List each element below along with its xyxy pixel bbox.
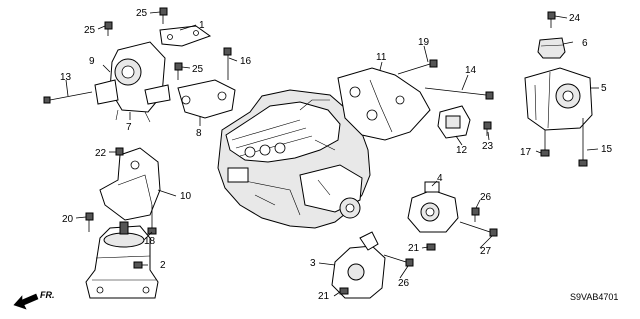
front-arrow-icon [13,293,39,310]
mount-12 [437,105,471,139]
callout-23: 23 [482,141,494,152]
callout-25-mid: 25 [192,64,204,75]
callout-24: 24 [569,13,581,24]
callout-7: 7 [126,122,132,133]
bolt-20 [85,212,94,232]
callout-25-top: 25 [136,8,148,19]
mount-3 [331,231,386,299]
callout-26-bottom: 26 [398,278,410,289]
callout-6: 6 [582,38,588,49]
callout-13: 13 [60,72,72,83]
callout-2: 2 [160,260,166,271]
callout-20: 20 [62,214,74,225]
side-mount-5 [524,67,593,131]
callout-9: 9 [89,56,95,67]
callout-11: 11 [376,52,387,63]
bolt-18 [147,205,157,235]
bolt-25c [174,62,183,80]
callout-15: 15 [601,144,613,155]
bolt-19 [397,59,438,75]
callout-17: 17 [520,147,532,158]
callout-1: 1 [199,20,205,31]
callout-27: 27 [480,246,492,257]
bracket-8 [177,79,236,119]
bolt-23 [483,121,492,136]
bolt-15 [578,118,588,167]
mount-4 [407,181,459,233]
mount-bracket-7 [94,41,171,123]
callout-21-right: 21 [408,243,420,254]
diagram-code: S9VAB4701 [570,292,618,302]
callout-26-right: 26 [480,192,492,203]
bolt-13 [43,91,93,104]
cap-6 [537,37,566,59]
nut-2 [133,261,143,269]
callout-10: 10 [180,191,192,202]
callout-12: 12 [456,145,468,156]
nut-21a [426,243,436,251]
callout-19: 19 [418,37,430,48]
callout-14: 14 [465,65,477,76]
mount-2 [85,221,159,299]
callout-16: 16 [240,56,252,67]
bolt-14 [424,87,494,100]
callout-5: 5 [601,83,607,94]
front-direction-indicator: FR. [13,290,55,310]
bracket-11 [337,67,431,141]
callout-8: 8 [196,128,202,139]
callout-3: 3 [310,258,316,269]
bolt-17 [540,130,550,157]
bolt-27 [459,221,498,237]
front-label: FR. [40,290,55,300]
callout-22: 22 [95,148,107,159]
bolt-26a [471,207,480,222]
leader-lines [65,11,599,297]
callout-4: 4 [437,173,443,184]
callout-18: 18 [144,236,156,247]
bolt-26b [383,254,414,267]
bolt-16 [223,47,232,80]
callout-25-left: 25 [84,25,96,36]
bolt-25a [104,21,113,36]
callout-21-bottom: 21 [318,291,330,302]
nut-21b [339,287,349,295]
bolt-24 [547,11,556,28]
bolt-22 [115,147,124,156]
engine-assembly [217,89,371,229]
callouts: 1 2 3 4 5 6 7 8 9 10 11 12 13 14 15 16 1… [60,8,613,302]
bolt-25b [159,7,168,24]
bracket-10 [99,147,161,221]
